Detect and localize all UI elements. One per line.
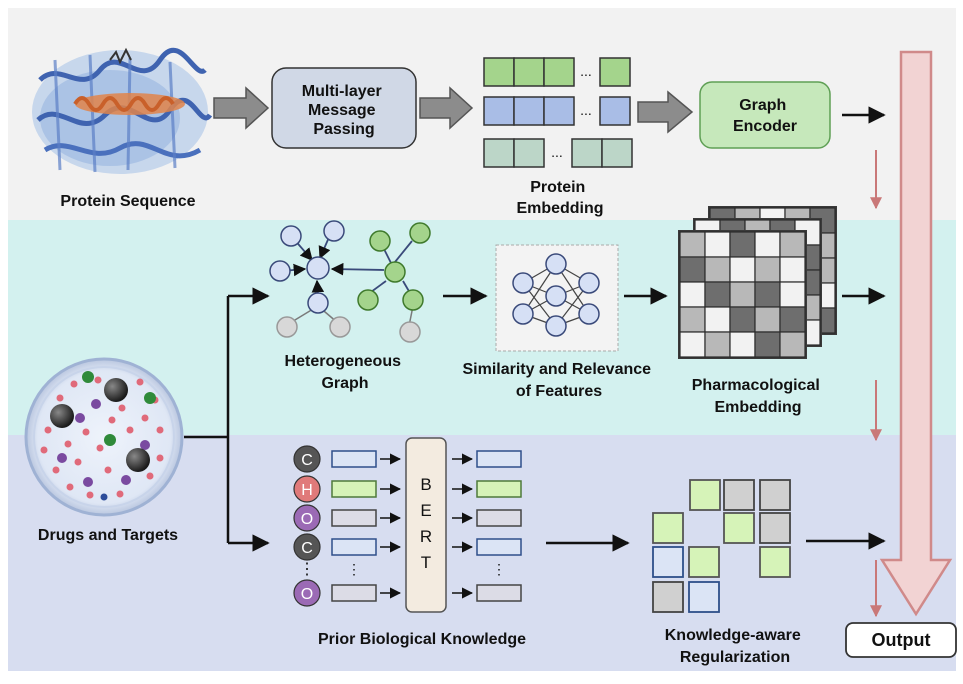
drugs-targets-label: Drugs and Targets <box>38 527 178 544</box>
bert-letter: T <box>421 553 431 572</box>
protein-sequence-label: Protein Sequence <box>60 193 195 210</box>
matrix-cell <box>754 306 781 333</box>
matrix-cell <box>779 306 806 333</box>
matrix-cell <box>729 256 756 283</box>
token-ellipsis: ⋮ <box>492 561 506 577</box>
matrix-cell <box>704 331 731 358</box>
regularization-squares <box>652 479 791 613</box>
matrix-cell <box>729 231 756 258</box>
petri-dish-icon <box>24 357 184 517</box>
atom-circle <box>293 475 321 503</box>
token-box <box>476 450 522 468</box>
bert-letter: B <box>420 475 431 494</box>
token-box <box>331 480 377 498</box>
atom-circle <box>293 579 321 607</box>
protein-structure-icon <box>32 47 213 174</box>
matrix-cell <box>754 231 781 258</box>
matrix-cell <box>779 331 806 358</box>
heterogeneous-graph-label: Heterogeneous Graph <box>285 353 406 392</box>
atom-label: H <box>301 482 313 499</box>
svg-text:...: ... <box>580 63 592 79</box>
bert-box <box>405 437 447 613</box>
token-box <box>331 538 377 556</box>
atom-label: O <box>301 586 313 603</box>
token-box <box>476 480 522 498</box>
atom-label: C <box>301 540 313 557</box>
output-token-column: ⋮ <box>452 450 522 602</box>
neural-network-icon <box>512 253 600 337</box>
matrix-cell <box>729 281 756 308</box>
svg-text:...: ... <box>580 102 592 118</box>
block-arrow-3 <box>637 90 694 134</box>
output-big-arrow <box>879 50 953 617</box>
message-passing-box <box>271 67 417 149</box>
svg-text:...: ... <box>551 144 563 160</box>
matrix-cell <box>704 281 731 308</box>
output-box <box>845 622 957 658</box>
token-box <box>331 509 377 527</box>
matrix-layer-2 <box>678 230 807 359</box>
matrix-cell <box>679 331 706 358</box>
knowledge-reg-label: Knowledge-aware Regularization <box>665 627 805 666</box>
matrix-cell <box>779 231 806 258</box>
atom-circle <box>293 445 321 473</box>
token-box <box>476 584 522 602</box>
matrix-cell <box>679 256 706 283</box>
matrix-cell <box>729 306 756 333</box>
message-passing-label: Multi-layer Message Passing <box>302 83 386 138</box>
atom-circle <box>293 504 321 532</box>
input-token-column: ⋮ <box>331 450 402 602</box>
atom-circle <box>293 533 321 561</box>
matrix-cell <box>704 306 731 333</box>
matrix-cell <box>679 281 706 308</box>
matrix-cell <box>754 256 781 283</box>
atom-ellipsis: ⋮ <box>299 561 315 578</box>
protein-embedding-label: Protein Embedding <box>516 179 603 217</box>
matrix-stack-icon <box>678 206 837 359</box>
matrix-cell <box>754 331 781 358</box>
token-box <box>476 538 522 556</box>
matrix-cell <box>779 281 806 308</box>
token-box <box>331 450 377 468</box>
bert-letter: R <box>420 527 432 546</box>
matrix-cell <box>704 256 731 283</box>
matrix-cell <box>679 306 706 333</box>
graph-encoder-label: Graph Encoder <box>733 97 797 135</box>
prior-knowledge-label: Prior Biological Knowledge <box>318 631 526 648</box>
matrix-cell <box>754 281 781 308</box>
matrix-cell <box>679 231 706 258</box>
bert-letter: E <box>420 501 431 520</box>
similarity-label: Similarity and Relevance of Features <box>463 361 656 400</box>
heterogeneous-graph-icon <box>269 220 431 343</box>
protein-embedding-grid: ... ... ... <box>483 57 633 168</box>
atom-label: C <box>301 452 313 469</box>
block-arrow-2 <box>419 86 474 130</box>
branch-arrows <box>184 287 270 552</box>
block-arrow-1 <box>213 86 270 130</box>
token-box <box>476 509 522 527</box>
matrix-cell <box>729 331 756 358</box>
token-box <box>331 584 377 602</box>
token-ellipsis: ⋮ <box>347 561 361 577</box>
atom-label: O <box>301 511 313 528</box>
matrix-cell <box>779 256 806 283</box>
pharmacological-label: Pharmacological Embedding <box>692 377 825 416</box>
output-label: Output <box>872 630 931 650</box>
matrix-cell <box>704 231 731 258</box>
graph-encoder-box <box>699 81 831 149</box>
